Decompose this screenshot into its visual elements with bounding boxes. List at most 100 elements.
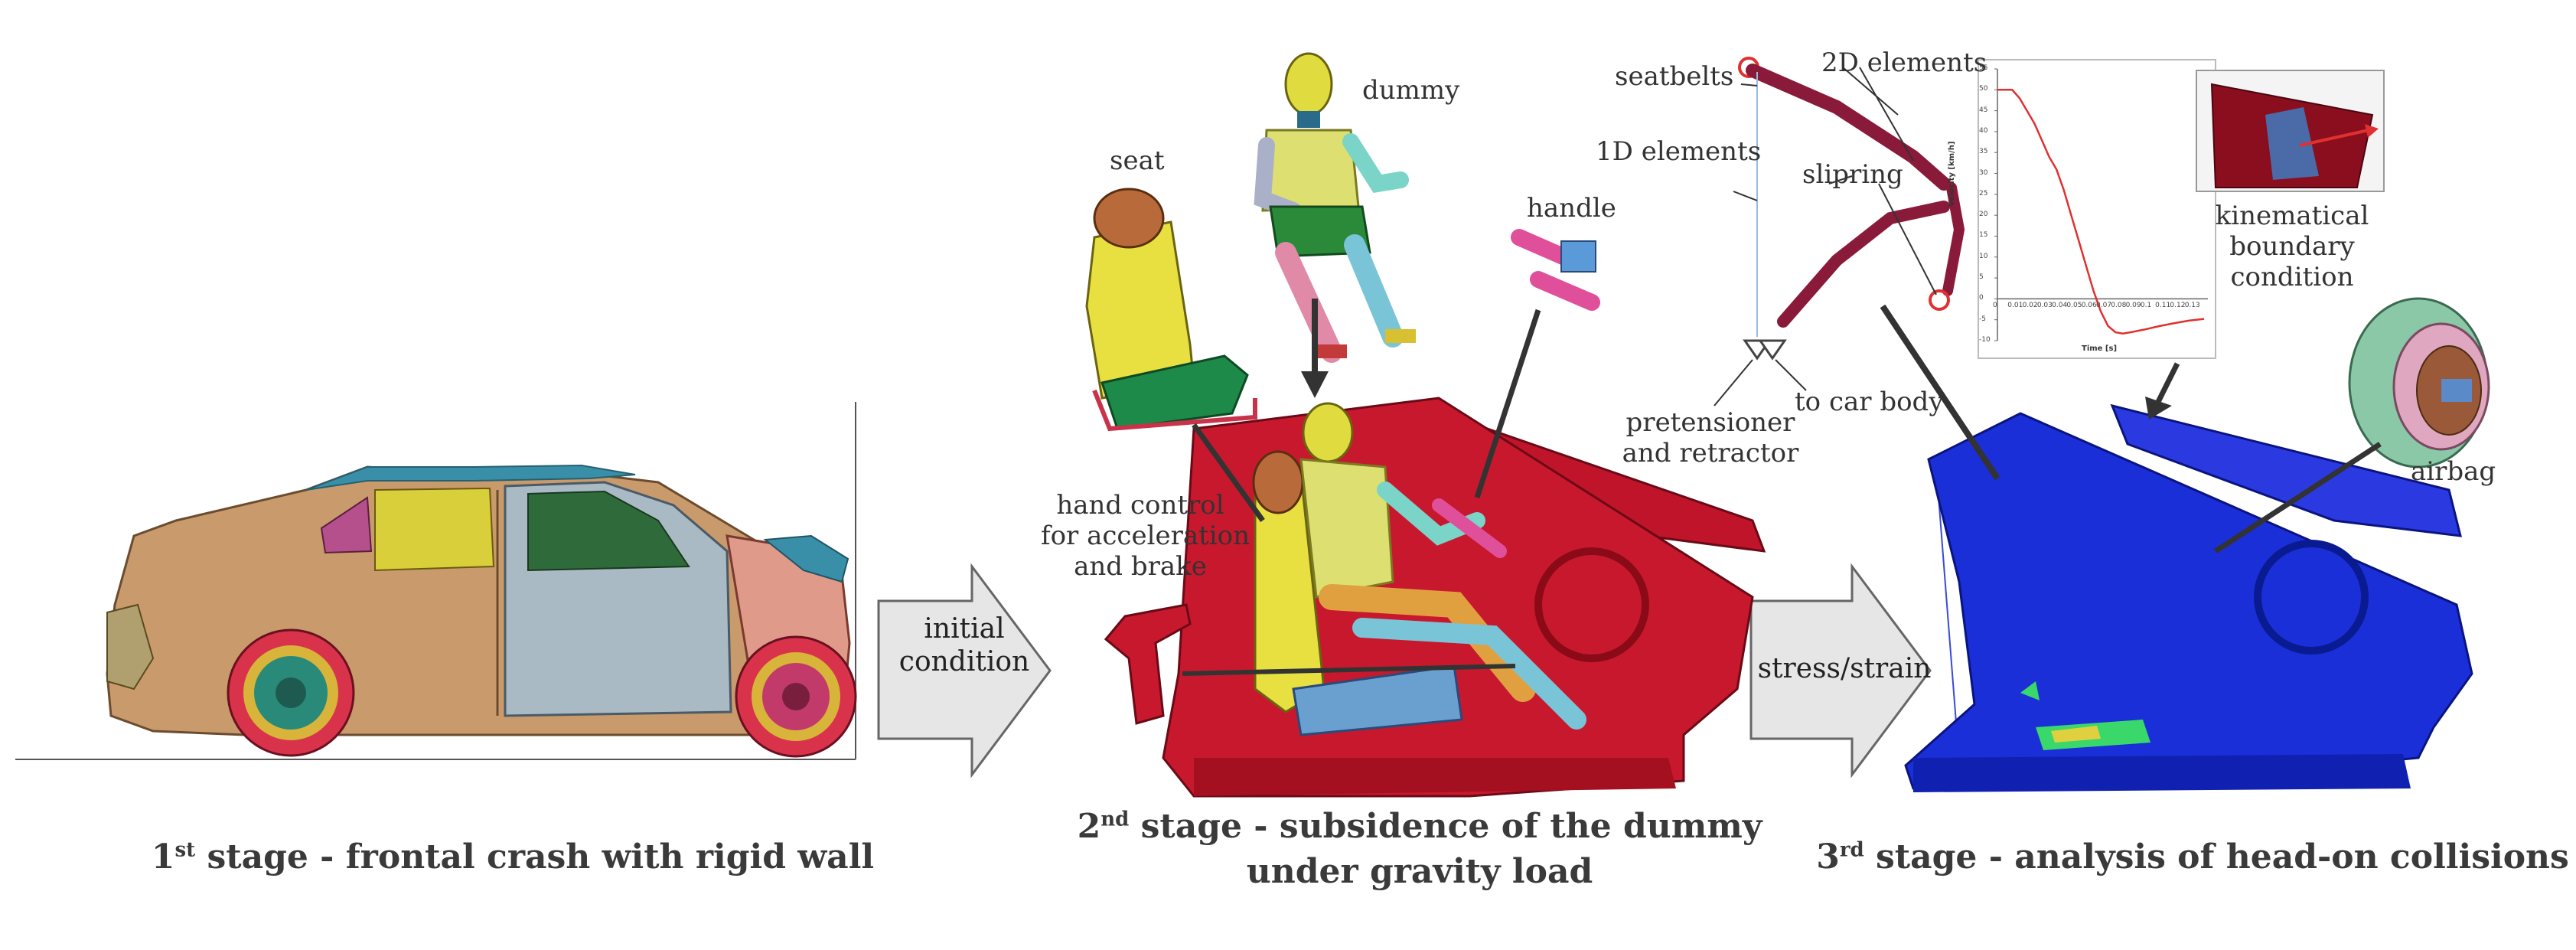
x-tick-label: 0.04 (2052, 302, 2068, 310)
stage2-text1: stage - subsidence of the dummy (1129, 807, 1762, 846)
seated-dummy-head (1302, 402, 1354, 463)
stage3-ord: 3 (1816, 837, 1840, 877)
y-tick-label: 20 (1979, 211, 1988, 219)
label-to-car-body: to car body (1795, 387, 1944, 417)
label-kinematical: kinematical boundary condition (2204, 201, 2380, 292)
seatbelt-anchor-bottom (1929, 289, 1950, 311)
arrow-initial-line2: condition (898, 646, 1030, 678)
plot-ylabel: Velocity [km/h] (1948, 141, 1956, 207)
label-pretensioner: pretensioner and retractor (1615, 407, 1806, 468)
stage2-line2: under gravity load (1246, 852, 1593, 892)
dummy-seat-headrest (1252, 450, 1304, 514)
label-kinematical-line2: boundary (2229, 231, 2355, 263)
stage3-pointers (1880, 304, 2382, 553)
arrow-stress-strain (1749, 563, 1932, 779)
crushed-hood (763, 534, 849, 583)
velocity-vector (2299, 129, 2369, 147)
arrow-initial-line1: initial (924, 613, 1005, 645)
label-1d-elements: 1D elements (1596, 136, 1762, 167)
seated-dummy-leg (1319, 584, 1536, 702)
stage1-text: stage - frontal crash with rigid wall (195, 837, 875, 877)
y-tick-label: 40 (1979, 126, 1988, 135)
label-pretensioner-line1: pretensioner (1625, 407, 1795, 438)
plot-grid (1994, 68, 1997, 341)
label-pretensioner-line2: and retractor (1622, 438, 1799, 469)
stage1-ord: 1 (151, 837, 175, 877)
x-tick-label: 0.03 (2036, 302, 2053, 310)
boundary-pointer (2155, 362, 2180, 403)
x-tick-label: 0.09 (2125, 302, 2141, 310)
stage2-title: 2nd stage - subsidence of the dummy unde… (1029, 804, 1810, 895)
y-tick-label: 25 (1979, 189, 1988, 198)
y-tick-label: -10 (1979, 336, 1991, 344)
label-handle: handle (1527, 193, 1616, 224)
arrow-initial-condition-label: initial condition (880, 612, 1048, 678)
lap-belt (1777, 201, 1950, 328)
rear-window (374, 487, 495, 572)
label-2d-elements: 2D elements (1821, 47, 1987, 78)
standalone-dummy (1254, 52, 1416, 363)
floor-structure (1194, 758, 1676, 796)
rear-wheel (227, 628, 355, 757)
label-kinematical-line3: condition (2230, 262, 2354, 293)
x-tick-label: 0.13 (2184, 302, 2200, 310)
x-tick-label: 0.08 (2111, 302, 2127, 310)
label-hand-control-line2: for acceleration (1041, 521, 1251, 552)
label-hand-control: hand control for acceleration and brake (1041, 490, 1251, 582)
x-tick-label: 0.06 (2081, 302, 2097, 310)
seat-headrest (1093, 188, 1165, 249)
airbag-pointer (2214, 442, 2382, 553)
arrow-stress-strain-label: stress/strain (1757, 653, 1932, 684)
label-seatbelts: seatbelts (1615, 61, 1734, 92)
stage2-pointers (1182, 299, 1541, 676)
label-slipring: slipring (1802, 159, 1903, 190)
seat-pointer (1192, 423, 1265, 523)
x-tick-label: 0.11 (2155, 302, 2171, 310)
plot-frame (1978, 59, 2216, 359)
label-airbag: airbag (2411, 456, 2496, 487)
y-tick-label: 15 (1979, 231, 1988, 240)
velocity-plot (1978, 59, 2216, 359)
handle-pointer (1474, 309, 1541, 499)
y-tick-label: 10 (1979, 252, 1988, 260)
stage1-title: 1st stage - frontal crash with rigid wal… (138, 834, 888, 880)
stage3-sup: rd (1839, 838, 1864, 862)
y-tick-label: 5 (1979, 273, 1984, 282)
stage2-ord: 2 (1077, 807, 1101, 846)
front-wheel (735, 635, 857, 758)
standalone-handle (1511, 229, 1600, 311)
seated-dummy-leg-2 (1352, 618, 1586, 730)
x-tick-label: 0.1 (2140, 302, 2152, 310)
arrow-initial-condition (877, 563, 1052, 779)
seated-dummy-torso (1299, 458, 1394, 599)
stage3-text: stage - analysis of head-on collisions (1864, 837, 2569, 877)
label-seat: seat (1110, 145, 1165, 176)
x-tick-label: 0.01 (2007, 302, 2023, 310)
kinematical-inset (2196, 70, 2385, 192)
blue-floor (1913, 754, 2411, 792)
y-tick-label: 35 (1979, 148, 1988, 156)
car-roof (305, 464, 636, 491)
x-tick-label: 0.02 (2022, 302, 2038, 310)
seatbelt-pointer (1880, 304, 2000, 481)
blue-dashboard (2110, 403, 2462, 537)
front-window (527, 490, 690, 572)
stage3-assembly (1904, 403, 2473, 792)
stage2-line1: 2nd stage - subsidence of the dummy (1029, 804, 1810, 849)
car-model (15, 402, 857, 760)
stage2-sup: nd (1101, 808, 1130, 831)
velocity-curve (1997, 89, 2205, 335)
y-tick-label: 30 (1979, 168, 1988, 177)
x-tick-label: 0 (1993, 302, 1997, 310)
belt-line-blue (1935, 466, 1960, 762)
dummy-seat-cushion (1292, 664, 1463, 736)
airbag-model (2348, 297, 2490, 468)
stage1-sup: st (174, 838, 196, 862)
quarter-window (320, 496, 373, 554)
x-tick-label: 0.05 (2066, 302, 2082, 310)
y-tick-label: 50 (1979, 85, 1988, 93)
y-tick-label: -5 (1979, 315, 1986, 323)
label-dummy: dummy (1362, 75, 1460, 106)
seatbelt-detail (1714, 57, 1965, 406)
